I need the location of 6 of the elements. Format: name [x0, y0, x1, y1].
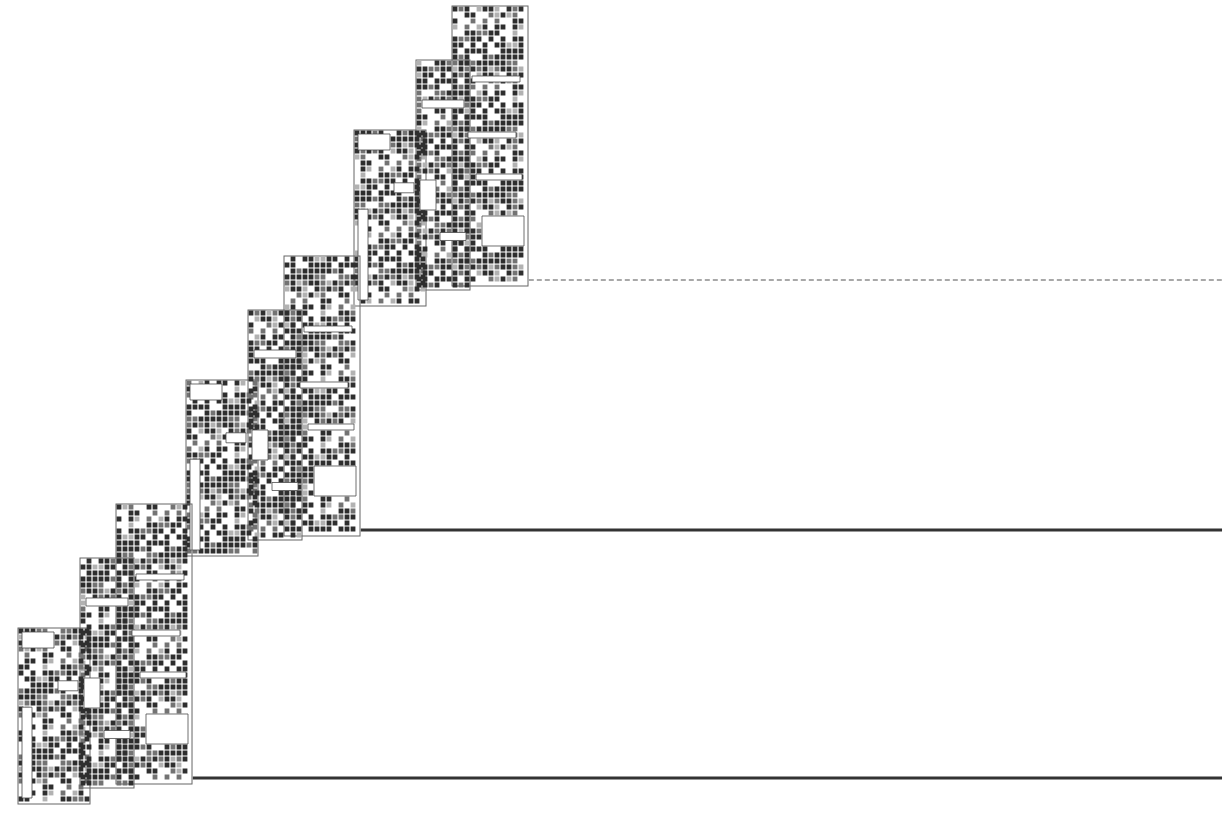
block-pattern [185, 255, 361, 557]
block-pattern [353, 5, 529, 307]
line [528, 279, 1223, 281]
line [192, 776, 1222, 780]
block-pattern [17, 503, 193, 805]
line [360, 528, 1222, 532]
